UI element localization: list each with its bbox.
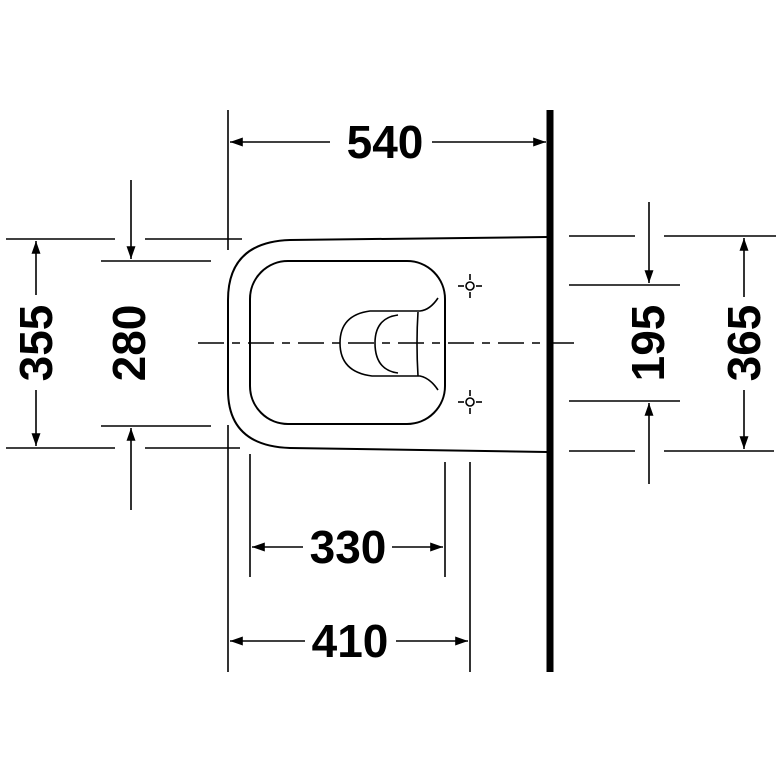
flush-inner-arc bbox=[374, 314, 399, 374]
dim-bowl-opening-length: 330 bbox=[310, 521, 387, 573]
flush-rim-shape bbox=[339, 297, 439, 391]
dim-fixing-spacing: 195 bbox=[622, 305, 674, 382]
fixing-hole-top-icon bbox=[458, 274, 482, 298]
fixing-hole-bottom-icon bbox=[458, 390, 482, 414]
dim-width-inner-left: 280 bbox=[103, 305, 155, 382]
toilet-outer-outline bbox=[227, 236, 548, 453]
dim-fixing-to-front: 410 bbox=[312, 615, 389, 667]
flush-inner-line bbox=[416, 311, 419, 377]
dim-overall-length: 540 bbox=[347, 116, 424, 168]
dim-width-outer-left: 355 bbox=[10, 305, 62, 382]
dim-height-right: 365 bbox=[718, 305, 770, 382]
